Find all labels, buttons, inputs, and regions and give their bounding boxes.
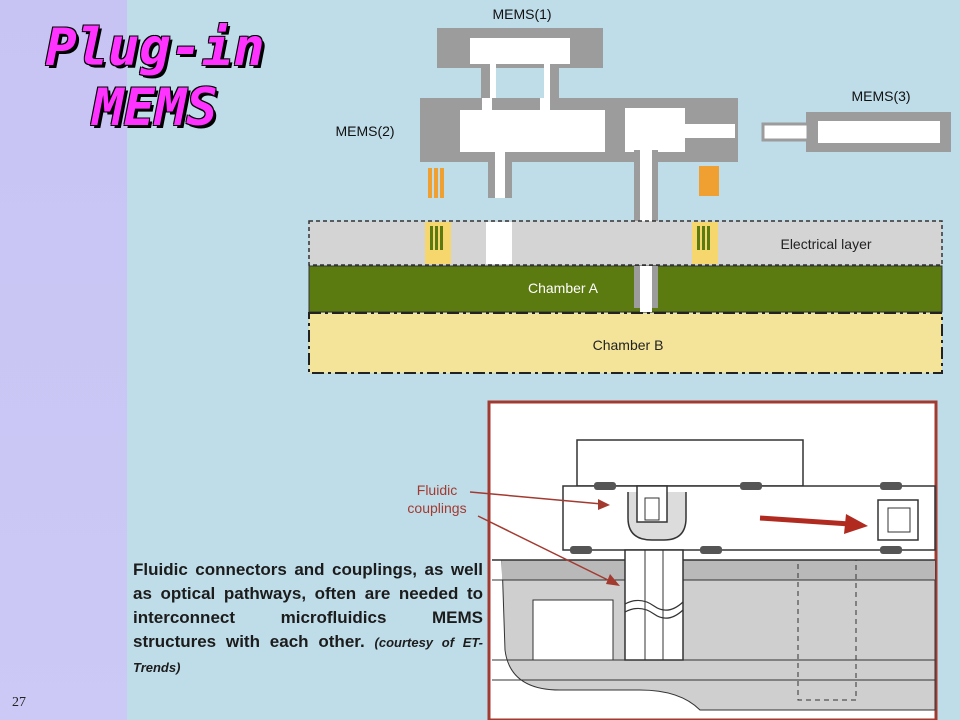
mems1-label: MEMS(1) — [492, 6, 551, 22]
bond-pads-top — [594, 482, 902, 490]
slide-title-line2: MEMS — [92, 78, 218, 138]
chamber-a — [308, 265, 943, 313]
slide-sidebar — [0, 0, 127, 720]
mems1-channel-left — [490, 64, 496, 98]
substrate-cavity — [532, 599, 614, 661]
side-coupling-bore — [887, 507, 911, 533]
fluidic-label-line2: couplings — [407, 500, 466, 516]
substrate-top-band — [502, 560, 935, 580]
mems2-right-cavity — [625, 108, 685, 152]
slide-number: 27 — [12, 695, 26, 710]
fluidic-label-line1: Fluidic — [417, 482, 457, 498]
slide-title: Plug-in MEMS — [30, 18, 280, 138]
electrical-contact-left — [425, 222, 451, 264]
mems2-label: MEMS(2) — [335, 123, 394, 139]
coupling-plug-bore — [644, 497, 660, 521]
chamber-b — [308, 312, 943, 374]
figure-caption: Fluidic connectors and couplings, as wel… — [133, 558, 483, 680]
mems-plate — [562, 485, 936, 551]
top-chip — [576, 439, 804, 487]
leader-line-upper — [469, 491, 603, 505]
electrical-layer — [308, 220, 943, 266]
bond-pads-bottom — [570, 546, 902, 554]
mems2-port-left — [482, 98, 492, 111]
tube-bore-chamber-a — [640, 266, 652, 312]
chamber-a-label: Chamber A — [528, 280, 599, 296]
leader-line-lower — [477, 515, 613, 583]
mems2-pin-right — [699, 166, 719, 196]
mems3-inlet — [761, 122, 810, 142]
electrical-layer-label: Electrical layer — [780, 236, 871, 252]
caption-credit: (courtesy of ET-Trends) — [133, 635, 483, 675]
mems2-nozzle-bore — [495, 152, 505, 198]
mems1-leg-left — [481, 64, 490, 98]
mems1-cavity — [470, 38, 570, 64]
mems3-label: MEMS(3) — [851, 88, 910, 104]
mems1-channel-right — [544, 64, 550, 98]
electrical-contact-right — [692, 222, 718, 264]
substrate-section — [501, 559, 936, 711]
vertical-connector — [624, 549, 684, 661]
mems2-cavity — [460, 110, 605, 152]
flow-arrow-shaft — [759, 515, 851, 527]
hidden-channel — [797, 559, 857, 701]
electrical-layer-port — [486, 222, 512, 264]
flow-arrow-icon — [844, 514, 868, 534]
mems2-outlet — [685, 124, 735, 138]
mems1-leg-right — [550, 64, 559, 98]
chamber-b-label: Chamber B — [593, 337, 664, 353]
mems2-port-right — [540, 98, 550, 111]
connector-break — [624, 599, 684, 611]
caption-text: Fluidic connectors and couplings, as wel… — [133, 560, 483, 651]
leader-arrow-upper-icon — [598, 499, 610, 510]
slide-title-line1: Plug-in — [45, 18, 265, 78]
leader-arrow-lower-icon — [606, 574, 620, 586]
mems3-cavity — [818, 121, 940, 143]
mems2-pins-left — [428, 168, 444, 198]
